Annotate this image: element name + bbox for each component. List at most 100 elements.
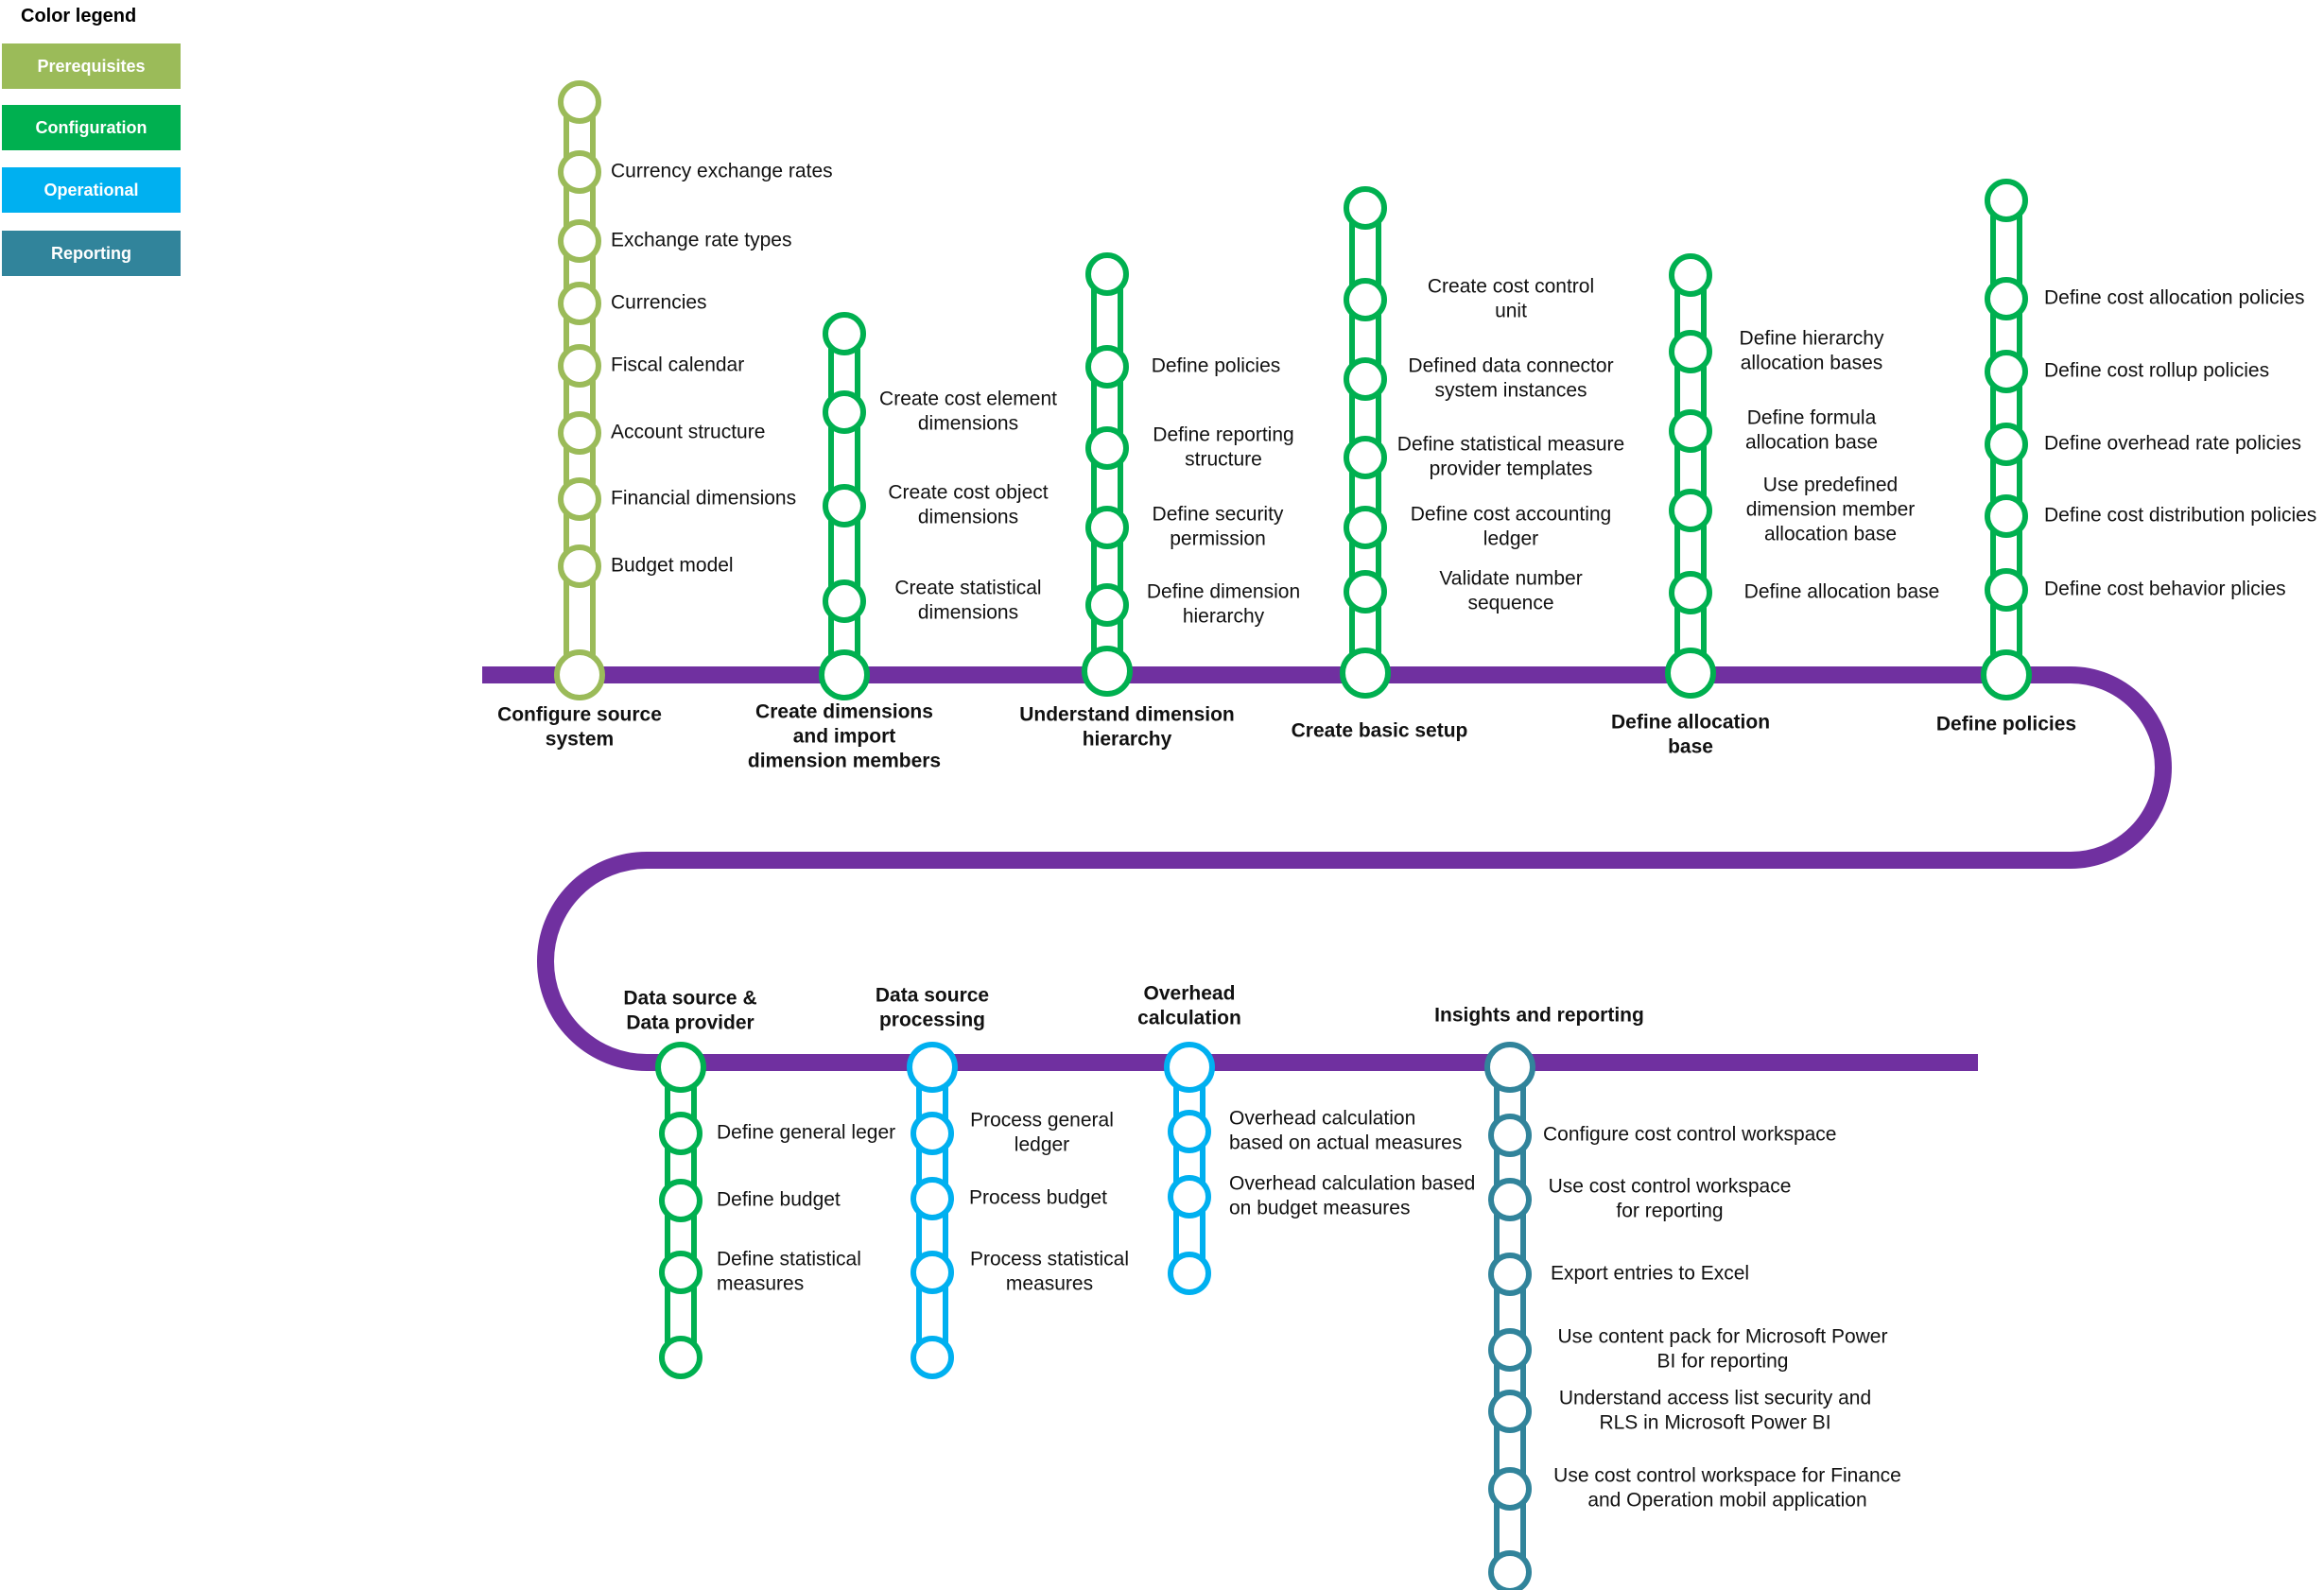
step-label: Define cost allocation policies <box>2044 287 2304 309</box>
step-node <box>1488 1467 1532 1511</box>
step-label: Account structure <box>611 422 765 443</box>
step-label: Define budget <box>717 1189 841 1211</box>
step-label: Define allocation base <box>1744 581 1940 603</box>
step-node <box>1085 506 1129 549</box>
step-node <box>1085 583 1129 627</box>
end-node <box>1085 252 1129 296</box>
end-node <box>659 1336 702 1379</box>
step-node <box>659 1179 702 1222</box>
station-rail <box>1173 1064 1205 1276</box>
track-node <box>1484 1042 1535 1093</box>
step-node <box>1669 330 1712 373</box>
end-node <box>1488 1550 1532 1590</box>
end-node <box>558 80 601 124</box>
step-node <box>1168 1110 1211 1153</box>
step-node <box>1985 568 2028 612</box>
end-node <box>1344 186 1387 230</box>
step-node <box>911 1112 954 1155</box>
legend-operational: Operational <box>2 167 181 213</box>
step-label: Exchange rate types <box>611 230 791 251</box>
station-title: Insights and reporting <box>1434 1005 1644 1027</box>
step-label: Process budget <box>969 1187 1107 1209</box>
step-node <box>823 579 866 623</box>
track-node <box>1981 649 2032 700</box>
step-node <box>1344 278 1387 321</box>
step-node <box>823 484 866 527</box>
legend-configuration: Configuration <box>2 105 181 150</box>
step-label: Budget model <box>611 555 734 577</box>
step-node <box>558 219 601 263</box>
step-label: Define cost behavior plicies <box>2044 579 2286 600</box>
step-node <box>1344 357 1387 401</box>
step-label: Export entries to Excel <box>1551 1263 1749 1285</box>
step-node <box>1344 570 1387 614</box>
track-node <box>907 1042 958 1093</box>
step-node <box>558 150 601 194</box>
station-title: Create basic setup <box>1292 720 1468 742</box>
step-node <box>558 544 601 588</box>
step-node <box>1488 1114 1532 1157</box>
legend-reporting: Reporting <box>2 231 181 276</box>
step-node <box>1168 1175 1211 1218</box>
end-node <box>1669 253 1712 297</box>
track-node <box>1665 648 1716 699</box>
station-title: Data source &Data provider <box>623 988 756 1034</box>
step-node <box>558 477 601 521</box>
track-node <box>1164 1042 1215 1093</box>
step-node <box>1488 1178 1532 1221</box>
step-node <box>558 411 601 455</box>
track-node <box>554 649 605 700</box>
step-label: Define general leger <box>717 1122 895 1144</box>
step-node <box>1344 436 1387 479</box>
step-node <box>1488 1390 1532 1433</box>
step-node <box>1985 494 2028 538</box>
step-node <box>1985 423 2028 466</box>
step-label: Define policies <box>1152 355 1281 377</box>
step-node <box>1985 350 2028 393</box>
step-node <box>1669 409 1712 453</box>
step-node <box>823 390 866 434</box>
track-node <box>655 1042 706 1093</box>
step-label: Currency exchange rates <box>611 161 833 182</box>
track-node <box>819 649 870 700</box>
step-node <box>1488 1328 1532 1372</box>
step-node <box>1669 571 1712 614</box>
step-label: Define cost distribution policies <box>2044 505 2316 527</box>
step-node <box>659 1251 702 1294</box>
station-title: Define policies <box>1936 714 2076 735</box>
end-node <box>1168 1252 1211 1295</box>
step-node <box>911 1251 954 1294</box>
